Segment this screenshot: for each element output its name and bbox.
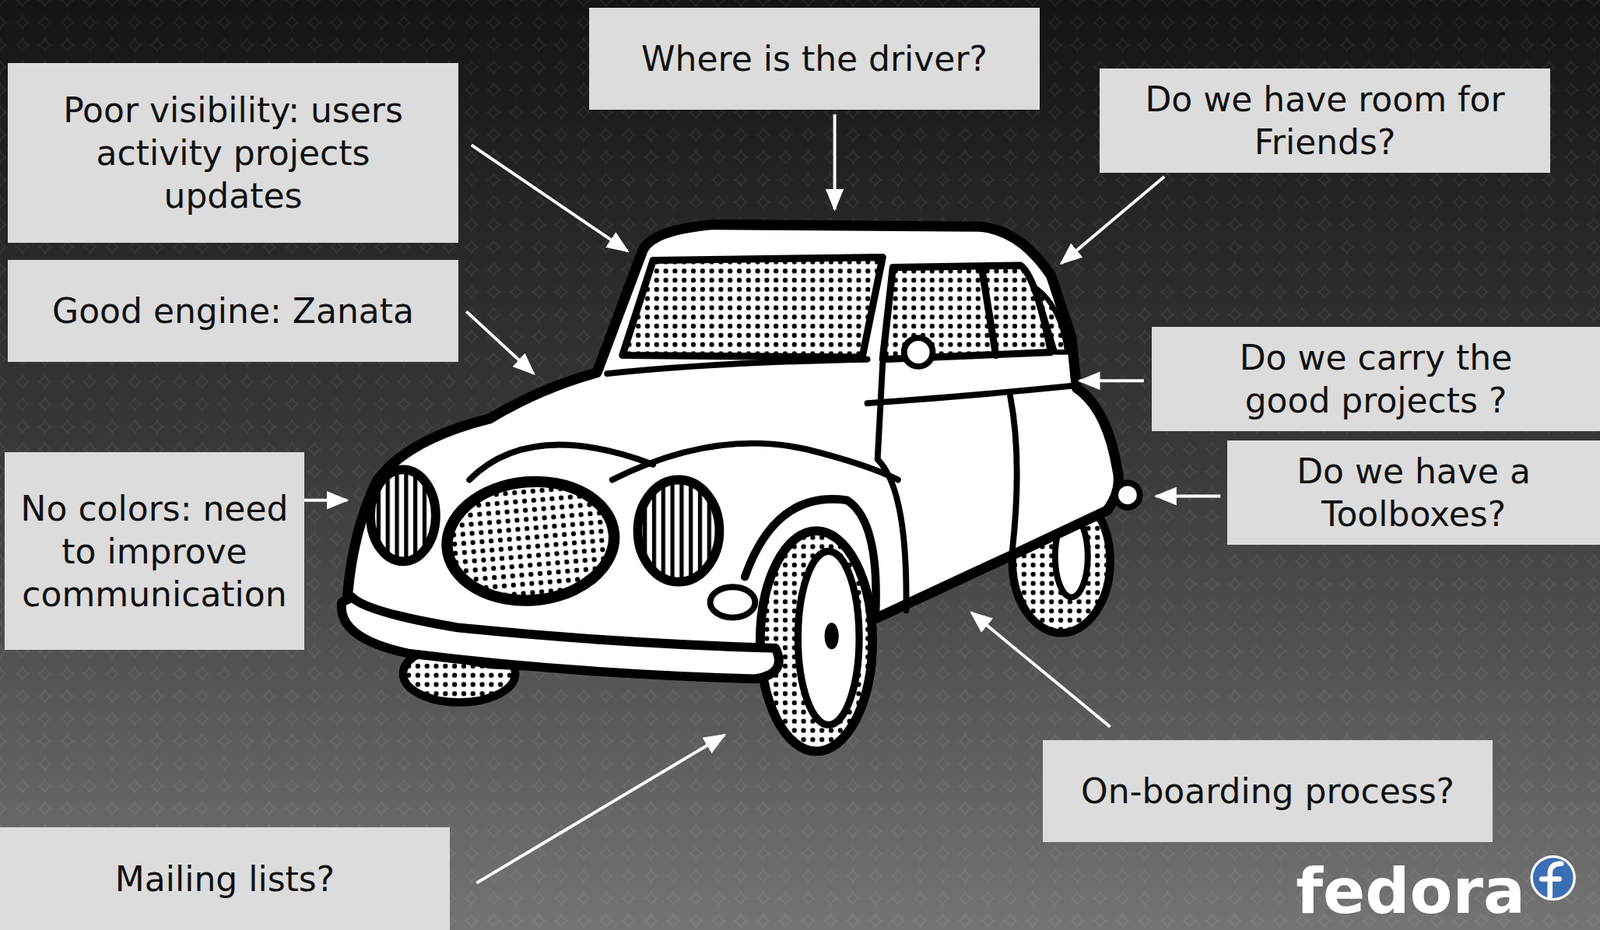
callout-text: Good engine: Zanata bbox=[52, 289, 415, 333]
front-bumper bbox=[341, 596, 779, 679]
rear-door-line bbox=[1010, 396, 1018, 551]
callout-text: On-boarding process? bbox=[1080, 769, 1455, 813]
callout-text: Poor visibility: users activity projects… bbox=[58, 88, 409, 218]
leader-arrow bbox=[304, 498, 348, 502]
hood-line bbox=[607, 359, 867, 374]
leader-arrow bbox=[833, 114, 837, 210]
callout-text: Where is the driver? bbox=[641, 37, 988, 81]
callout-box: Good engine: Zanata bbox=[7, 259, 459, 362]
leader-arrow bbox=[1079, 378, 1144, 383]
headlight bbox=[370, 469, 436, 562]
fog-light bbox=[710, 586, 756, 618]
rear-bumper bbox=[1115, 482, 1140, 507]
headlight bbox=[638, 480, 720, 583]
rear-window bbox=[1035, 287, 1068, 353]
mirror bbox=[904, 337, 934, 367]
callout-box: No colors: need to improve communication bbox=[4, 452, 305, 650]
hub bbox=[825, 623, 839, 648]
callout-box: Mailing lists? bbox=[0, 827, 450, 930]
logo-wordmark: fedora bbox=[1295, 860, 1526, 923]
leader-arrow bbox=[1061, 176, 1165, 264]
callout-text: Do we carry the good projects ? bbox=[1192, 336, 1559, 422]
leader-arrow bbox=[466, 311, 534, 374]
leader-arrow bbox=[471, 144, 629, 251]
grille bbox=[442, 474, 619, 608]
callout-text: Mailing lists? bbox=[115, 857, 335, 901]
leader-arrow bbox=[971, 612, 1110, 727]
leader-arrow bbox=[1156, 494, 1222, 499]
window-pillar bbox=[981, 267, 996, 356]
callout-text: Do we have a Toolboxes? bbox=[1258, 449, 1570, 536]
leader-arrow bbox=[476, 734, 725, 883]
logo-circle bbox=[1531, 856, 1575, 900]
belt-line bbox=[867, 385, 1072, 404]
callout-box: Where is the driver? bbox=[589, 7, 1040, 110]
callout-text: Do we have room for Friends? bbox=[1122, 77, 1528, 164]
callout-box: On-boarding process? bbox=[1042, 740, 1493, 843]
fender-line bbox=[612, 443, 899, 481]
car-body bbox=[347, 224, 1120, 667]
logo-mark bbox=[1541, 863, 1562, 897]
callout-box: Poor visibility: users activity projects… bbox=[7, 63, 459, 243]
windshield bbox=[622, 257, 883, 358]
callout-box: Do we carry the good projects ? bbox=[1151, 326, 1600, 432]
callout-box: Do we have a Toolboxes? bbox=[1227, 440, 1600, 545]
callout-text: No colors: need to improve communication bbox=[20, 487, 289, 616]
front-wheel-rim bbox=[797, 550, 860, 725]
fedora-logo bbox=[1531, 856, 1575, 900]
front-wheel bbox=[760, 530, 873, 751]
door-line bbox=[877, 363, 907, 611]
callout-box: Do we have room for Friends? bbox=[1099, 68, 1551, 173]
car bbox=[341, 224, 1141, 752]
